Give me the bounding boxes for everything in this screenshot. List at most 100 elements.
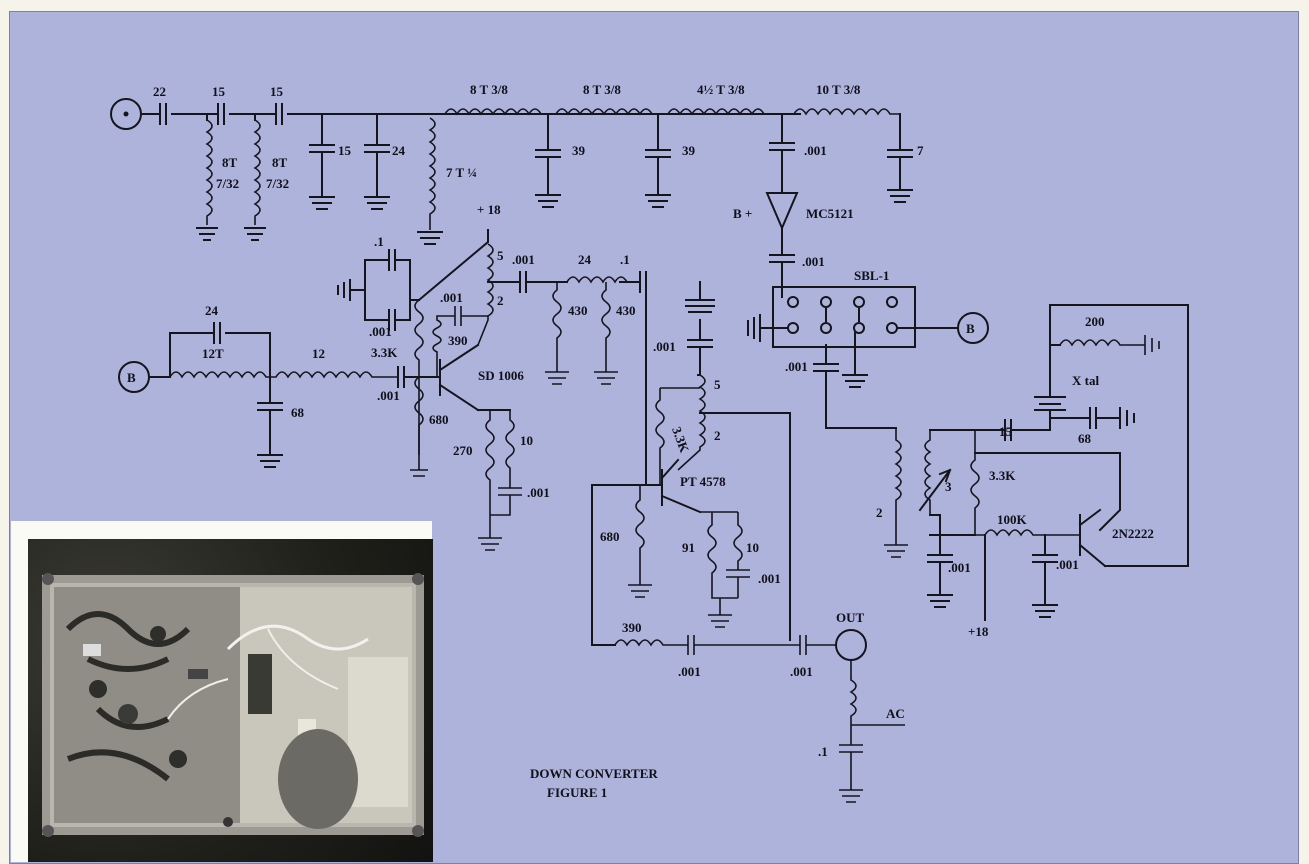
coil-7t [417,117,443,245]
label-tap2b: 2 [714,428,721,443]
coil-8t-1 [196,113,218,241]
label-r33b: 3.3K [669,425,692,456]
label-c001d: .001 [440,290,463,305]
crystal-oscillator [813,304,1189,621]
label-12t: 12T [202,346,224,361]
label-c001m: .001 [948,560,971,575]
label-c15c: 15 [338,143,352,158]
label-c24a: 24 [392,143,406,158]
cap-15a [217,103,225,125]
label-c001k: .001 [790,664,813,679]
sbl1-mixer [747,286,959,388]
out-connector [835,629,905,803]
label-8t-1b: 7/32 [216,176,239,191]
cap-39b [645,113,671,208]
figure-title: DOWN CONVERTER [530,766,658,781]
label-c001i: .001 [758,571,781,586]
label-7t: 7 T ¼ [446,165,477,180]
coil-l1 [444,108,542,116]
label-q2: PT 4578 [680,474,726,489]
label-r33a: 3.3K [371,345,398,360]
label-c001e: .001 [512,252,535,267]
label-c001g: .001 [527,485,550,500]
label-ac: AC [886,706,905,721]
label-c15d: 15 [999,424,1013,439]
label-tap5a: 5 [497,248,504,263]
label-c1c: .1 [818,744,828,759]
label-plus18b: +18 [968,624,989,639]
transistor-q1 [337,229,647,551]
coil-l2 [555,108,653,116]
label-xtal: X tal [1072,373,1099,388]
label-r200: 200 [1085,314,1105,329]
label-c39b: 39 [682,143,696,158]
connector-b-right [957,312,989,344]
label-q1: SD 1006 [478,368,524,383]
label-c001l: .001 [785,359,808,374]
label-c22: 22 [153,84,166,99]
label-8t-2b: 7/32 [266,176,289,191]
label-l4: 10 T 3/8 [816,82,861,97]
label-r10b: 10 [746,540,759,555]
mc5121-amplifier [765,113,799,298]
label-12: 12 [312,346,325,361]
cap-22 [159,103,167,125]
label-c001j: .001 [678,664,701,679]
label-r680a: 680 [429,412,449,427]
label-mixer: SBL-1 [854,268,889,283]
label-r91: 91 [682,540,695,555]
cap-24-shunt [364,113,390,210]
label-c001f: .001 [377,388,400,403]
cap-001-in [397,366,441,388]
figure-subtitle: FIGURE 1 [547,785,607,800]
label-c001n: .001 [1056,557,1079,572]
cap-39a [535,113,561,208]
label-c7: 7 [917,143,924,158]
label-b1: B [127,370,136,385]
label-tap3: 3 [945,479,952,494]
label-out: OUT [836,610,865,625]
cap-7 [887,113,913,203]
label-l3: 4½ T 3/8 [697,82,745,97]
label-r680b: 680 [600,529,620,544]
label-r430a: 430 [568,303,588,318]
cap-68 [257,376,283,468]
label-r270: 270 [453,443,473,458]
label-r33c: 3.3K [989,468,1016,483]
cap-15b [275,103,283,125]
cap-24-bypass [169,322,271,378]
label-l2: 8 T 3/8 [583,82,621,97]
cap-15-shunt [309,113,335,210]
label-r10a: 10 [520,433,533,448]
label-c39a: 39 [572,143,586,158]
coil-l4 [793,108,900,116]
label-r100k: 100K [997,512,1028,527]
label-r390a: 390 [448,333,468,348]
label-c15a: 15 [212,84,226,99]
antenna-input-connector [110,98,142,130]
label-b2: B [966,321,975,336]
label-tap2a: 2 [497,293,504,308]
transistor-q2 [591,281,836,655]
label-8t-1: 8T [222,155,238,170]
coil-8t-2 [244,113,266,241]
label-bplus: B + [733,206,752,221]
coil-l3 [667,108,765,116]
label-tap5b: 5 [714,377,721,392]
photo-image [28,539,433,862]
label-c24b: 24 [205,303,219,318]
label-8t-2: 8T [272,155,288,170]
label-c1b: .1 [620,252,630,267]
label-r430b: 430 [616,303,636,318]
label-plus18a: + 18 [477,202,501,217]
circuit-board-photo [11,521,433,862]
label-l24: 24 [578,252,592,267]
label-c1a: .1 [374,234,384,249]
label-amp: MC5121 [806,206,854,221]
label-c001b: .001 [802,254,825,269]
label-c001a: .001 [804,143,827,158]
label-q3: 2N2222 [1112,526,1154,541]
label-tap2c: 2 [876,505,883,520]
label-c68a: 68 [291,405,305,420]
